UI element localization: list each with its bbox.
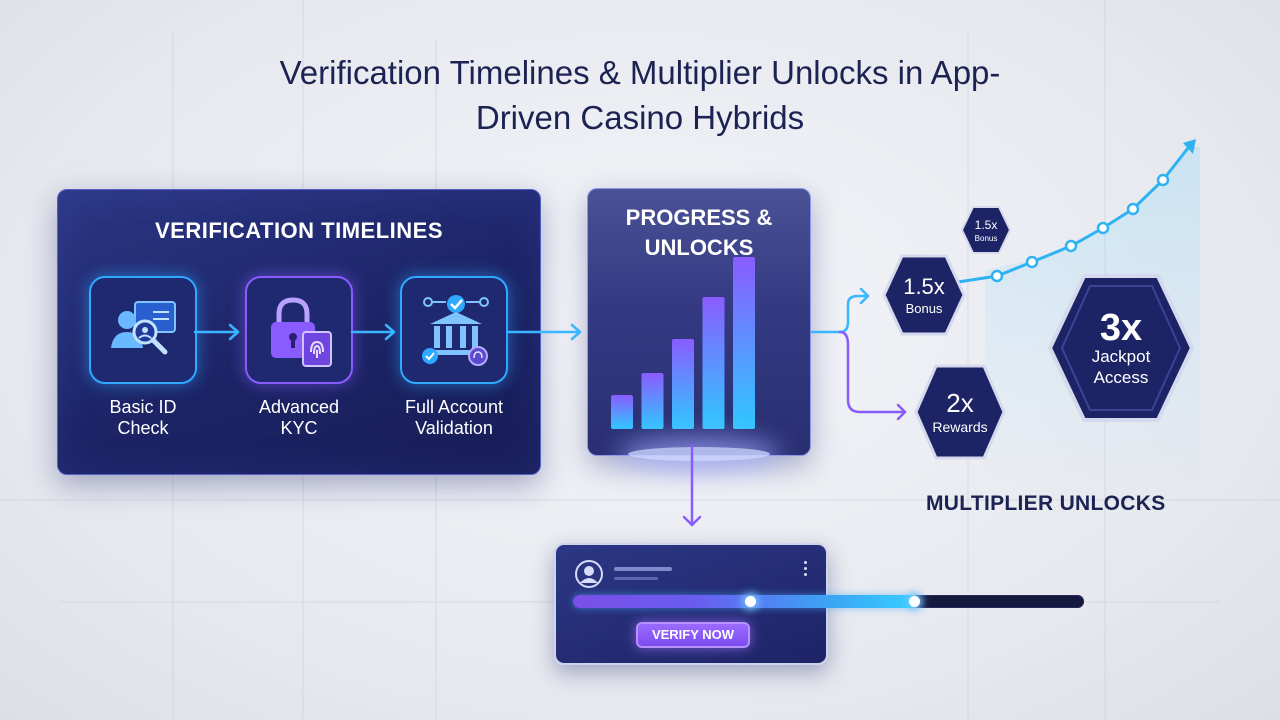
id-search-icon	[111, 301, 176, 355]
rewards-multiplier-badge[interactable]: 2x Rewards	[912, 362, 1008, 462]
full-account-validation-label: Full Account Validation	[404, 397, 504, 438]
verification-progress-bar	[573, 595, 1084, 608]
user-avatar-icon	[575, 560, 603, 588]
placeholder-text-line	[614, 567, 672, 571]
rewards-value: 2x	[946, 388, 973, 418]
full-account-validation-step[interactable]	[400, 276, 508, 384]
jackpot-value: 3x	[1100, 307, 1142, 349]
bonus-label: Bonus	[906, 301, 943, 316]
more-options-icon[interactable]	[804, 561, 808, 579]
jackpot-label-line1: Jackpot	[1092, 347, 1151, 366]
multiplier-unlocks-heading: MULTIPLIER UNLOCKS	[926, 492, 1166, 515]
placeholder-text-line	[614, 577, 658, 580]
basic-id-check-label: Basic ID Check	[109, 397, 177, 438]
small-bonus-badge: 1.5x Bonus	[960, 206, 1012, 254]
lock-fingerprint-icon	[271, 297, 332, 367]
panel-glow	[628, 447, 770, 461]
page-title: Verification Timelines & Multiplier Unlo…	[279, 54, 1001, 136]
progress-bar-3	[672, 339, 694, 429]
progress-bar-5	[733, 257, 755, 429]
bonus-multiplier-badge[interactable]: 1.5x Bonus	[880, 252, 968, 338]
basic-id-check-step[interactable]	[89, 276, 197, 384]
jackpot-multiplier-badge[interactable]: 3x Jackpot Access	[1046, 272, 1196, 424]
verify-now-button[interactable]: VERIFY NOW	[636, 622, 750, 648]
progress-handle[interactable]	[909, 596, 921, 607]
progress-bar-1	[611, 395, 633, 429]
progress-heading: PROGRESS & UNLOCKS	[625, 205, 773, 260]
progress-bar-chart	[611, 257, 755, 429]
small-bonus-label: Bonus	[975, 234, 998, 243]
small-bonus-value: 1.5x	[975, 218, 998, 232]
jackpot-label-line2: Access	[1094, 368, 1149, 387]
rewards-label: Rewards	[932, 419, 987, 435]
progress-marker	[745, 596, 756, 607]
verification-timelines-panel: VERIFICATION TIMELINES	[57, 189, 541, 475]
bank-check-icon	[422, 295, 489, 366]
progress-unlocks-panel: PROGRESS & UNLOCKS	[587, 188, 811, 461]
bonus-value: 1.5x	[903, 274, 945, 299]
verification-heading: VERIFICATION TIMELINES	[154, 218, 444, 243]
advanced-kyc-label: Advanced KYC	[258, 397, 340, 438]
progress-bar-4	[702, 297, 725, 429]
progress-bar-2	[641, 373, 664, 429]
advanced-kyc-step[interactable]	[245, 276, 353, 384]
curve-points	[990, 173, 1170, 283]
